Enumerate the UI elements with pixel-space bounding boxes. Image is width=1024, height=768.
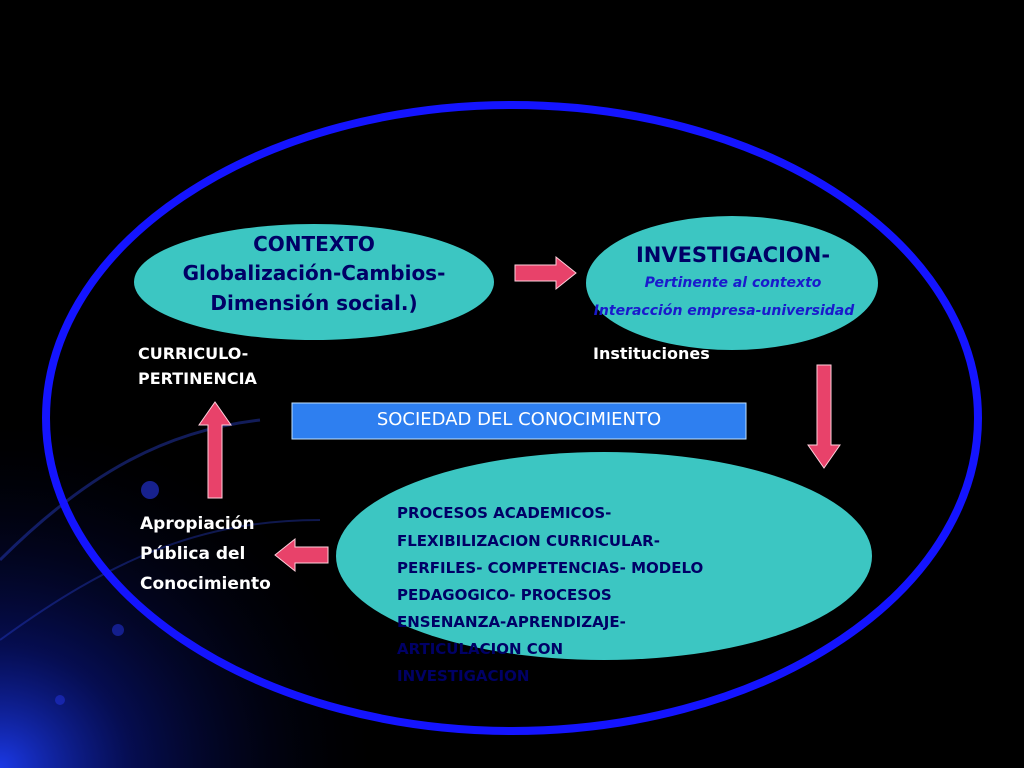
apropiacion-label: Apropiación [140, 514, 255, 534]
background-dot [112, 624, 124, 636]
arrow-right [514, 255, 577, 291]
arrow-up [198, 401, 232, 499]
contexto-line: Dimensión social.) [210, 291, 418, 315]
curriculo-label: PERTINENCIA [138, 369, 257, 388]
procesos-line: FLEXIBILIZACION CURRICULAR- [397, 532, 660, 550]
background-swoosh [0, 519, 321, 641]
center-banner [291, 402, 747, 440]
procesos-line: ENSENANZA-APRENDIZAJE- [397, 613, 626, 631]
center-banner-text: SOCIEDAD DEL CONOCIMIENTO [376, 409, 662, 430]
background-dot [55, 695, 65, 705]
curriculo-label: CURRICULO- [138, 344, 249, 363]
arrow-down [807, 364, 841, 469]
background-dot [141, 481, 159, 499]
procesos-line: PROCESOS ACADEMICOS- [397, 504, 612, 522]
procesos-line: INVESTIGACION [397, 667, 530, 685]
procesos-line: PERFILES- COMPETENCIAS- MODELO [397, 559, 704, 577]
investigacion-ellipse [586, 216, 878, 350]
outer-ring [42, 101, 982, 735]
arrow-left [274, 537, 329, 573]
procesos-line: PEDAGOGICO- PROCESOS [397, 586, 612, 604]
apropiacion-label: Pública del [140, 544, 246, 564]
procesos-line: ARTICULACION CON [397, 640, 564, 658]
investigacion-line: Pertinente al contexto [644, 275, 822, 291]
instituciones-label: Instituciones [593, 344, 710, 363]
background-swoosh [0, 418, 261, 562]
contexto-line: Globalización-Cambios- [182, 261, 446, 285]
apropiacion-label: Conocimiento [140, 574, 271, 594]
contexto-title: CONTEXTO [253, 232, 375, 256]
contexto-ellipse [134, 224, 494, 340]
investigacion-title: INVESTIGACION- [635, 243, 831, 267]
procesos-ellipse [336, 452, 872, 660]
investigacion-line: Interacción empresa-universidad [593, 303, 855, 319]
